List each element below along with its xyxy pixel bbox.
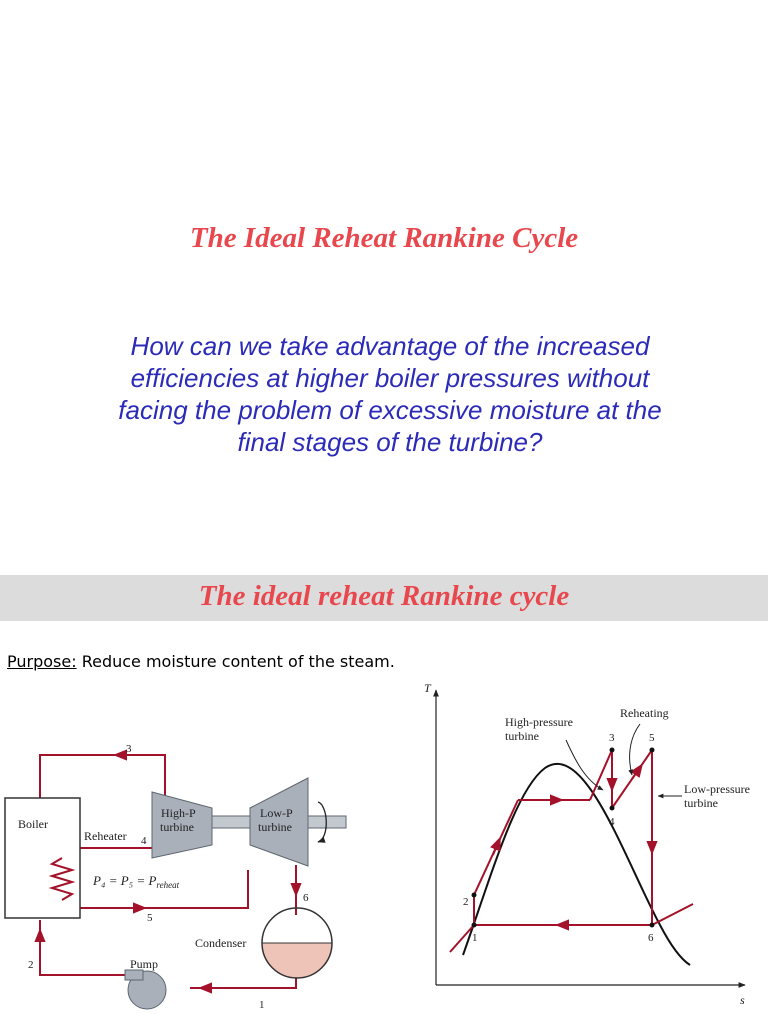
condensate-fill — [262, 943, 332, 978]
slide-title: The Ideal Reheat Rankine Cycle — [189, 222, 579, 254]
purpose-label: Purpose: — [7, 652, 77, 671]
cycle-path — [449, 749, 694, 953]
pipe-2 — [39, 920, 135, 976]
state-points — [471, 747, 655, 928]
hp-turbine-label-2: turbine — [160, 820, 194, 834]
purpose-statement: Purpose: Reduce moisture content of the … — [7, 652, 395, 671]
lp-annotation-line2: turbine — [684, 796, 718, 810]
title-band — [0, 575, 768, 621]
schematic-state-5: 5 — [147, 912, 153, 924]
condenser-label: Condenser — [195, 936, 246, 950]
ts-diagram: T s — [424, 681, 750, 1007]
hp-turbine — [151, 791, 213, 859]
lp-turbine-label-2: turbine — [258, 820, 292, 834]
s-axis-label: s — [740, 993, 745, 1007]
boiler — [4, 797, 81, 919]
schematic-state-2: 2 — [28, 959, 34, 971]
hp-annotation-line2: turbine — [505, 729, 539, 743]
schematic-state-4: 4 — [141, 835, 147, 847]
pressure-relation: P₄ = P₅ = Preheat — [92, 873, 180, 890]
ts-state-2: 2 — [463, 896, 469, 908]
t-axis-label: T — [424, 681, 432, 695]
purpose-text: Reduce moisture content of the steam. — [76, 652, 395, 671]
pipe-3 — [39, 754, 166, 800]
hp-annotation-line1: High-pressure — [505, 715, 573, 729]
plant-schematic: Boiler Reheater High-P turbine Low-P tur… — [4, 743, 347, 1011]
lp-annotation-line1: Low-pressure — [684, 782, 750, 796]
reheater-label: Reheater — [84, 829, 127, 843]
ts-state-6: 6 — [648, 932, 654, 944]
rotation-icon — [317, 801, 327, 843]
schematic-state-1: 1 — [259, 999, 265, 1011]
ts-state-4: 4 — [609, 816, 615, 828]
schematic-state-6: 6 — [303, 892, 309, 904]
section-title: The ideal reheat Rankine cycle — [198, 580, 570, 612]
boiler-label: Boiler — [18, 817, 48, 831]
turbine-shaft — [211, 815, 251, 829]
ts-state-3: 3 — [609, 732, 615, 744]
reheater-coil — [48, 857, 76, 901]
guiding-question: How can we take advantage of the increas… — [118, 331, 662, 457]
output-shaft — [307, 815, 347, 829]
lp-turbine-label-1: Low-P — [260, 806, 293, 820]
pump-label: Pump — [130, 957, 158, 971]
hp-turbine-label-1: High-P — [161, 806, 196, 820]
reheating-annotation: Reheating — [620, 706, 669, 720]
schematic-state-3: 3 — [126, 743, 132, 755]
lp-turbine — [249, 777, 309, 867]
ts-state-5: 5 — [649, 732, 655, 744]
saturation-dome — [462, 763, 691, 966]
ts-state-1: 1 — [472, 932, 478, 944]
